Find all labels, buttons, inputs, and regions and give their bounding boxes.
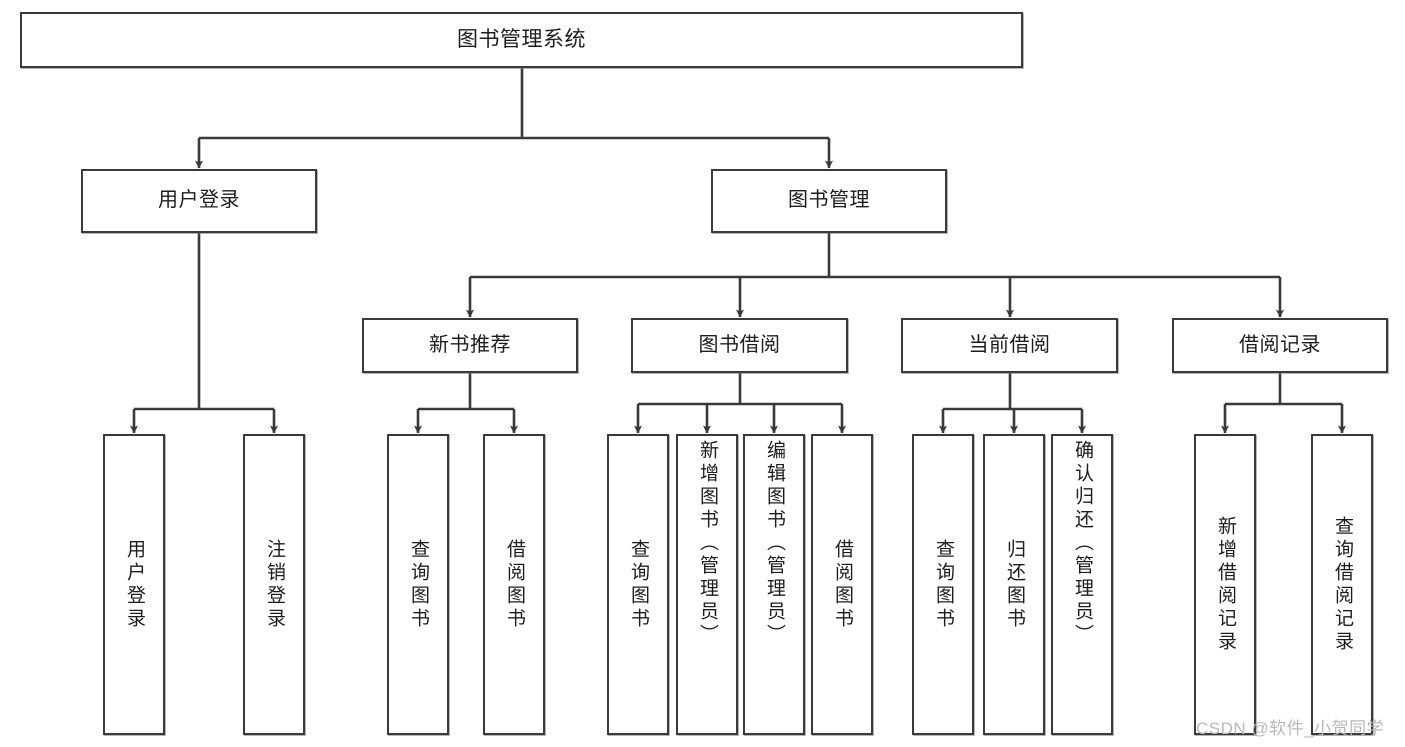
node-label: 归还图书: [1003, 538, 1025, 631]
node-book-manage: 图书管理: [711, 169, 947, 233]
node-leaf-logout: 注销登录: [243, 434, 305, 735]
node-borrow-record: 借阅记录: [1172, 318, 1388, 373]
node-root: 图书管理系统: [20, 12, 1023, 68]
node-leaf-query-book-1: 查询图书: [387, 434, 449, 735]
node-label: 当前借阅: [968, 333, 1051, 356]
node-label: 查询图书: [407, 538, 429, 631]
node-leaf-query-book-2: 查询图书: [607, 434, 669, 735]
node-leaf-add-book: 新增图书（管理员）: [676, 434, 738, 735]
node-leaf-add-record: 新增借阅记录: [1194, 434, 1256, 735]
node-label: 注销登录: [263, 538, 285, 631]
node-leaf-query-record: 查询借阅记录: [1311, 434, 1373, 735]
node-user-login: 用户登录: [81, 169, 317, 233]
node-leaf-borrow-book-1: 借阅图书: [483, 434, 545, 735]
node-label: 图书管理系统: [457, 27, 586, 51]
node-label: 借阅记录: [1239, 333, 1321, 356]
node-leaf-borrow-book-2: 借阅图书: [811, 434, 873, 735]
node-leaf-return-book: 归还图书: [983, 434, 1045, 735]
node-label: 编辑图书（管理员）: [763, 440, 785, 647]
node-label: 查询借阅记录: [1331, 515, 1353, 654]
node-label: 图书借阅: [698, 333, 781, 356]
node-leaf-confirm-return: 确认归还（管理员）: [1051, 434, 1113, 735]
node-label: 查询图书: [932, 538, 954, 631]
node-current-borrow: 当前借阅: [901, 318, 1118, 373]
node-leaf-edit-book: 编辑图书（管理员）: [743, 434, 805, 735]
connector-lines: [130, 68, 1346, 434]
node-label: 借阅图书: [831, 538, 853, 631]
node-label: 图书管理: [788, 189, 870, 212]
node-leaf-query-book-3: 查询图书: [912, 434, 974, 735]
node-book-borrow: 图书借阅: [631, 318, 848, 373]
node-label: 新增图书（管理员）: [696, 440, 718, 647]
node-leaf-user-login: 用户登录: [103, 434, 165, 735]
node-label: 用户登录: [158, 189, 240, 212]
node-label: 新增借阅记录: [1214, 515, 1236, 654]
node-label: 用户登录: [123, 538, 145, 631]
node-label: 新书推荐: [429, 333, 511, 356]
node-label: 借阅图书: [503, 538, 525, 631]
node-label: 确认归还（管理员）: [1071, 440, 1093, 647]
node-new-book-rec: 新书推荐: [362, 318, 578, 373]
node-label: 查询图书: [627, 538, 649, 631]
